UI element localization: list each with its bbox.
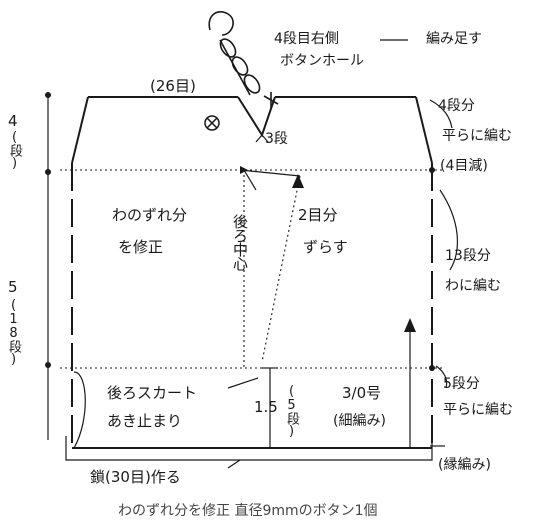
skirt-pointer — [227, 377, 259, 389]
marker-dot-right-upper — [429, 167, 435, 173]
buttonhole-label-2: ボタンホール — [280, 53, 364, 69]
bottom-rows-label: 5段分 — [443, 376, 480, 392]
shift-guide-line — [261, 175, 301, 363]
bottom-leader — [435, 365, 448, 389]
left-main-rows-label: (18段) — [6, 298, 21, 366]
back-center-label: 後ろ中心 — [231, 214, 249, 270]
shoulder-flat-label: 平らに編む — [442, 128, 512, 144]
chain-pointer — [227, 459, 241, 469]
shift-label-2: ずらす — [303, 238, 348, 256]
three-row-bracket — [255, 134, 269, 143]
opening-rows-label: (5段) — [284, 384, 299, 438]
loop-ring-2 — [231, 56, 249, 76]
loop-rows-label: 13段分 — [445, 248, 491, 264]
loop-cross-1 — [263, 92, 279, 108]
hook-size-label: 3/0号 — [342, 384, 382, 402]
bottom-bracket — [65, 436, 433, 461]
single-crochet-label: (細編み) — [333, 413, 386, 429]
shoulder-leader — [429, 99, 453, 129]
left-top-rows-label: (段) — [7, 130, 22, 170]
loop-ring-1 — [219, 38, 237, 58]
button-loop-curl — [208, 11, 234, 36]
adjust-label: わのずれ分 — [112, 206, 188, 224]
buttonhole-label: 4段目右側 — [274, 31, 339, 47]
loop-label: わに編む — [445, 278, 501, 294]
opening-size-label: 1.5 — [254, 398, 278, 416]
shoulder-rows-label: 4段分 — [438, 98, 475, 114]
left-top-size-label: 4 — [8, 112, 18, 130]
center-arrow — [240, 166, 248, 174]
chain-start-label: 鎖(30目)作る — [90, 468, 181, 486]
decrease-label: (4目減) — [440, 158, 488, 174]
left-main-size-label: 5 — [8, 278, 18, 296]
three-rows-label: 3段 — [265, 131, 288, 147]
outline-top-left-slope — [71, 96, 89, 164]
back-center-arrow — [292, 174, 304, 188]
marker-dot-right-lower — [429, 365, 435, 371]
skirt-left-brace — [73, 371, 86, 449]
skirt-label-2: あき止まり — [107, 412, 183, 430]
outline-top-right-slope — [415, 96, 433, 164]
back-center-line — [243, 169, 257, 191]
shift-line — [239, 169, 301, 177]
bottom-flat-label: 平らに編む — [443, 402, 513, 418]
add-stitch-label: 編み足す — [426, 31, 482, 47]
skirt-label: 後ろスカート — [107, 384, 198, 402]
circled-x-icon — [204, 115, 220, 131]
loop-ring-3 — [243, 74, 261, 94]
top-width-label: (26目) — [150, 77, 196, 95]
button-loop-chain — [219, 39, 251, 96]
shift-label: 2目分 — [298, 206, 338, 224]
edge-crochet-label: (縁編み) — [438, 457, 491, 473]
upward-arrow — [404, 318, 416, 332]
adjust-label-2: を修正 — [118, 238, 164, 256]
footer-note: わのずれ分を修正 直径9mmのボタン1個 — [118, 503, 378, 519]
loop-leader — [439, 189, 459, 271]
